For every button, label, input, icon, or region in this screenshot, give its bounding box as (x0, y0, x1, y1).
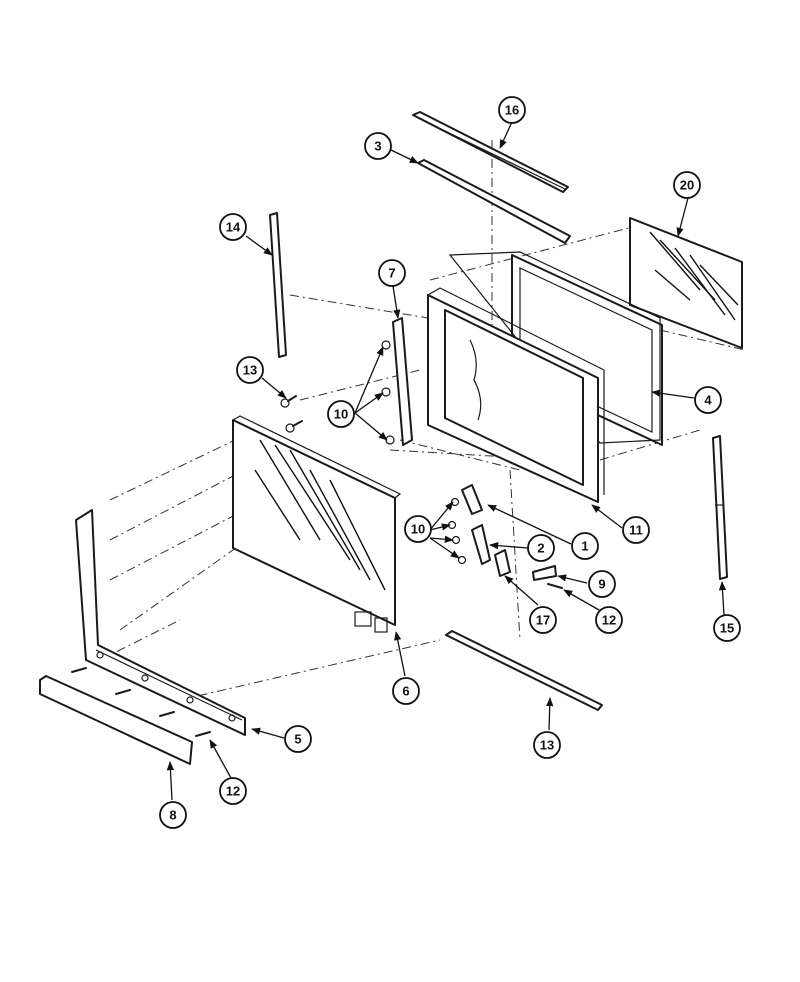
callout-7: 7 (378, 259, 406, 287)
callout-3-label: 3 (374, 139, 381, 154)
callout-9-label: 9 (598, 577, 605, 592)
part-15-bottom-strip (445, 630, 603, 711)
hinge-hardware (447, 484, 563, 589)
callout-6: 6 (392, 677, 420, 705)
callout-11-label: 11 (629, 523, 643, 538)
callout-14: 12 (595, 606, 623, 634)
callout-1: 1 (571, 532, 599, 560)
part-16-left-trim (269, 212, 287, 358)
part-12-screws (71, 667, 211, 737)
callout-13-label: 13 (243, 363, 257, 378)
callout-16: 14 (219, 213, 247, 241)
callout-4-label: 4 (704, 393, 712, 408)
part-3-strip (417, 159, 571, 244)
callout-3: 3 (364, 132, 392, 160)
callout-6-label: 6 (402, 684, 409, 699)
callout-10-middle-label: 10 (411, 522, 425, 537)
callout-9: 9 (588, 570, 616, 598)
callout-17: 15 (713, 614, 741, 642)
callout-11: 11 (622, 516, 650, 544)
callout-7-label: 7 (388, 266, 395, 281)
part-5-door-frame-bottom (75, 509, 246, 736)
leader-lines (166, 121, 727, 801)
part-17-right-trim (712, 435, 728, 580)
callout-12-label: 12 (226, 784, 240, 799)
part-18-top-trim (412, 111, 569, 193)
callout-15-label: 13 (540, 738, 554, 753)
callout-1-label: 1 (581, 539, 588, 554)
callout-13: 13 (236, 356, 264, 384)
callout-10-middle: 10 (404, 515, 432, 543)
callout-4: 4 (694, 386, 722, 414)
part-8-handle-trim (39, 675, 193, 765)
callout-19-label: 17 (536, 613, 550, 628)
callout-10-upper: 10 (327, 400, 355, 428)
callout-15: 13 (533, 731, 561, 759)
callout-10-upper-label: 10 (334, 407, 348, 422)
callout-20-label: 20 (680, 178, 694, 193)
callout-2-label: 2 (537, 541, 544, 556)
part-7-bracket (381, 317, 413, 446)
callout-18-label: 16 (505, 103, 519, 118)
callout-5-label: 5 (294, 732, 301, 747)
part-11-inner-door-frame (427, 287, 605, 503)
part-13-screws (280, 395, 303, 433)
callout-2: 2 (527, 534, 555, 562)
callout-5: 5 (284, 725, 312, 753)
callout-8: 8 (159, 801, 187, 829)
callout-12: 12 (219, 777, 247, 805)
callout-8-label: 8 (169, 808, 176, 823)
callout-16-label: 14 (226, 220, 241, 235)
callout-14-label: 12 (602, 613, 616, 628)
part-6-door-glass-panel (231, 415, 402, 633)
callout-18: 16 (498, 96, 526, 124)
callouts: 16 3 20 14 7 13 10 4 11 10 1 2 9 17 12 1… (159, 96, 741, 829)
callout-19: 17 (529, 606, 557, 634)
callout-20: 20 (673, 171, 701, 199)
part-20-outer-glass (629, 217, 743, 349)
callout-17-label: 15 (720, 621, 734, 636)
